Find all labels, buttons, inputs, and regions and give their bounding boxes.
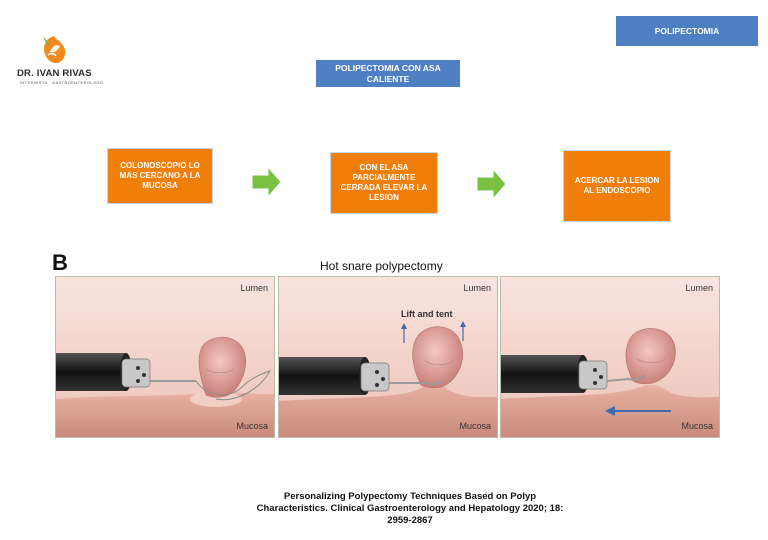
polipectomia-tag: POLIPECTOMIA bbox=[616, 16, 758, 46]
figure-panel-3: Lumen Mucosa bbox=[500, 276, 720, 438]
logo: DR. IVAN RIVAS INTERNISTA · GASTROENTERO… bbox=[14, 30, 104, 85]
lumen-label: Lumen bbox=[240, 283, 268, 293]
polypectomy-illustration-3 bbox=[501, 277, 719, 437]
mucosa-label: Mucosa bbox=[459, 421, 491, 431]
figure-panel-1: Lumen Mucosa bbox=[55, 276, 275, 438]
mucosa-label: Mucosa bbox=[236, 421, 268, 431]
logo-name: DR. IVAN RIVAS bbox=[17, 68, 92, 79]
step-1-box: COLONOSCOPIO LO MAS CERCANO A LA MUCOSA bbox=[107, 148, 213, 204]
polypectomy-illustration-1 bbox=[56, 277, 274, 437]
lumen-label: Lumen bbox=[463, 283, 491, 293]
citation-caption: Personalizing Polypectomy Techniques Bas… bbox=[200, 491, 620, 527]
step-3-box: ACERCAR LA LESION AL ENDOSCOPIO bbox=[563, 150, 671, 222]
figure-panel-2: Lumen Lift and tent Mucosa bbox=[278, 276, 498, 438]
logo-tagline: INTERNISTA · GASTROENTEROLOGO bbox=[20, 80, 104, 85]
polypectomy-illustration-2 bbox=[279, 277, 497, 437]
subtitle-box: POLIPECTOMIA CON ASA CALIENTE bbox=[316, 60, 460, 87]
lift-and-tent-label: Lift and tent bbox=[401, 309, 453, 319]
mucosa-label: Mucosa bbox=[681, 421, 713, 431]
step-2-box: CON EL ASA PARCIALMENTE CERRADA ELEVAR L… bbox=[330, 152, 438, 214]
citation-line-2: Characteristics. Clinical Gastroenterolo… bbox=[256, 502, 564, 514]
citation-line-3: 2959-2867 bbox=[387, 514, 433, 526]
arrow-right-icon bbox=[477, 168, 507, 200]
logo-icon bbox=[43, 36, 66, 64]
figure-letter: B bbox=[52, 250, 68, 275]
figure-title: Hot snare polypectomy bbox=[320, 259, 443, 273]
arrow-right-icon bbox=[252, 166, 282, 198]
lumen-label: Lumen bbox=[685, 283, 713, 293]
citation-line-1: Personalizing Polypectomy Techniques Bas… bbox=[283, 491, 537, 502]
